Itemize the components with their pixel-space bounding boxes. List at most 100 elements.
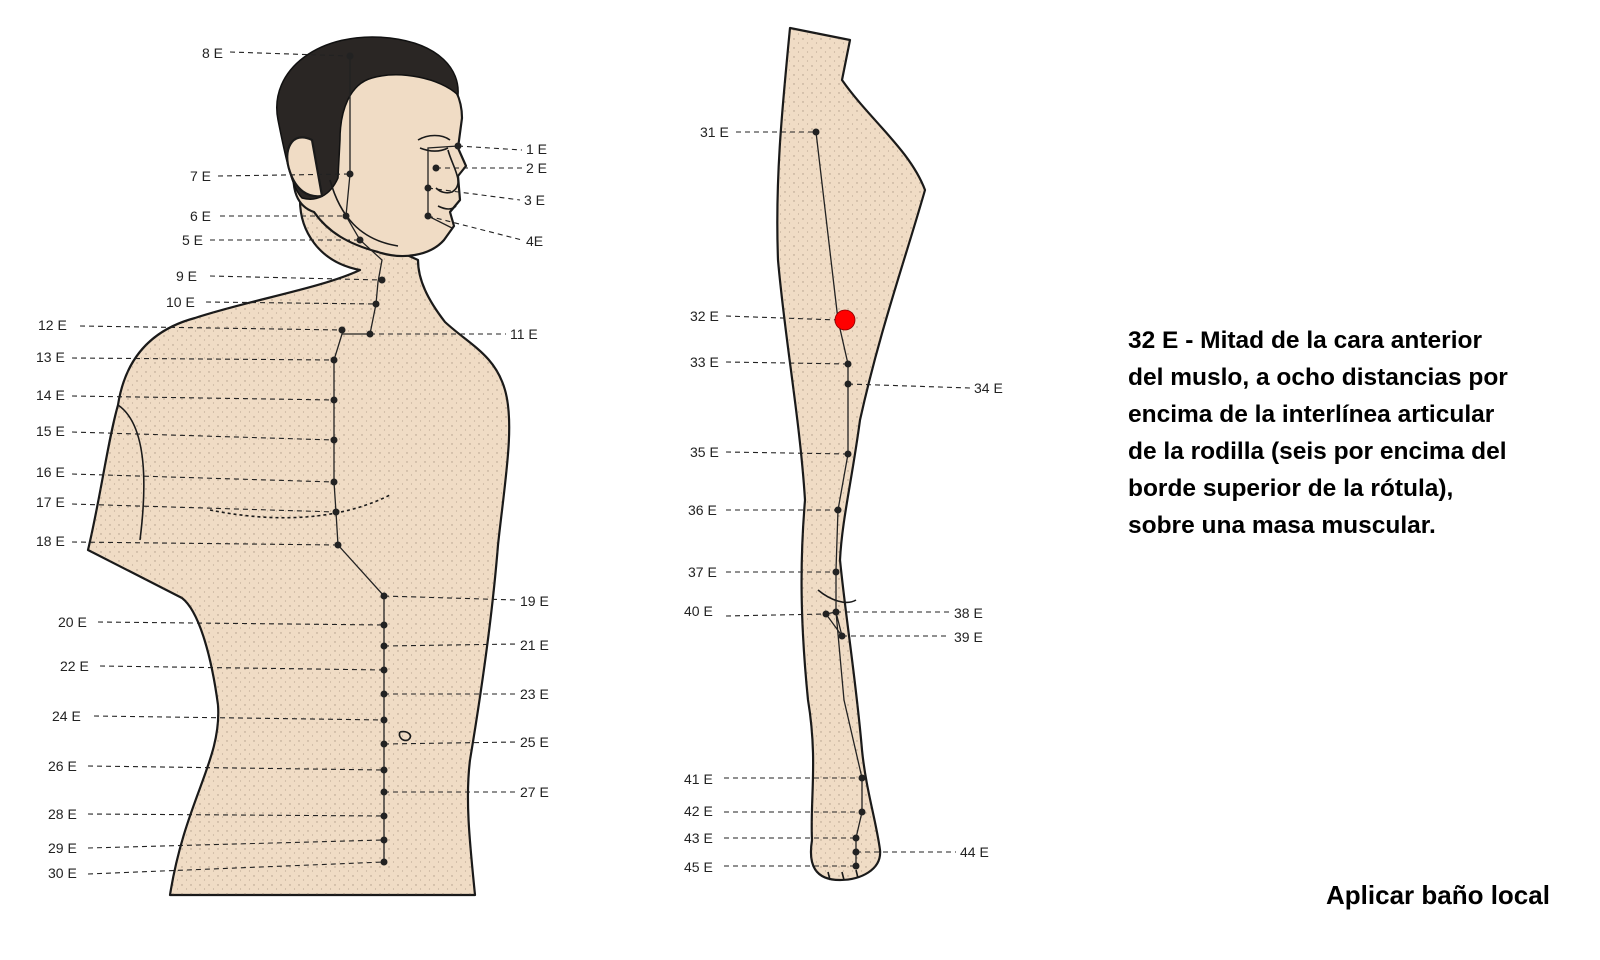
torso-figure [86,36,511,897]
description-line: de la rodilla (seis por encima del [1128,438,1507,465]
leader-28e [87,813,385,817]
label-18e: 18 E [36,533,65,549]
leader-12e [79,325,343,331]
torso-meridian-line-2 [333,56,385,862]
point-32e-highlight [834,309,856,331]
label-40e: 40 E [684,603,713,619]
point-13e [330,356,338,364]
point-5e [356,236,364,244]
point-38e [832,608,840,616]
point-25e [380,740,388,748]
point-11e [366,330,374,338]
label-16e: 16 E [36,464,65,480]
leader-35e [725,451,849,455]
label-34e: 34 E [974,380,1003,396]
leader-4e [427,215,523,241]
point-10e [372,300,380,308]
torso-points: 1 E 2 E 3 E 4E 5 E 6 E 7 E 8 E 9 E [36,45,549,881]
torso-shading [88,200,510,895]
label-23e: 23 E [520,686,549,702]
description-line: 32 E - Mitad de la cara anterior [1128,327,1483,354]
point-29e [380,836,388,844]
point-39e [838,632,846,640]
point-4e [424,212,432,220]
label-26e: 26 E [48,758,77,774]
leader-21e [383,643,517,647]
point-15e [330,436,338,444]
leg-points: 31 E 32 E 33 E 34 E 35 E 36 E 37 E 38 E … [684,124,1003,875]
point-34e [844,380,852,388]
label-25e: 25 E [520,734,549,750]
point-30e [380,858,388,866]
jaw-line [329,179,399,247]
leader-9e [209,275,383,281]
point-description: 32 E - Mitad de la cara anterior del mus… [1128,322,1578,544]
label-2e: 2 E [526,160,547,176]
description-line: del muslo, a ocho distancias por [1128,364,1508,391]
leader-34e [847,383,971,389]
leader-15e [71,431,335,441]
toe-detail [827,869,859,881]
label-3e: 3 E [524,192,545,208]
label-11e: 11 E [510,326,538,342]
label-20e: 20 E [58,614,87,630]
leader-22e [99,665,385,671]
leader-29e [87,839,385,849]
label-44e: 44 E [960,844,989,860]
point-28e [380,812,388,820]
leader-14e [71,395,335,401]
leader-17e [71,503,337,513]
point-40e [822,610,830,618]
label-21e: 21 E [520,637,549,653]
label-38e: 38 E [954,605,983,621]
point-36e [834,506,842,514]
description-line: encima de la interlínea articular [1128,401,1495,428]
label-37e: 37 E [688,564,717,580]
description-line: sobre una masa muscular. [1128,512,1436,539]
label-24e: 24 E [52,708,81,724]
label-43e: 43 E [684,830,713,846]
leader-40e [725,613,827,617]
label-7e: 7 E [190,168,211,184]
label-6e: 6 E [190,208,211,224]
label-8e: 8 E [202,45,223,61]
label-36e: 36 E [688,502,717,518]
point-19e [380,592,388,600]
nose-detail [435,149,459,194]
point-33e [844,360,852,368]
mouth-detail [437,205,457,210]
label-9e: 9 E [176,268,197,284]
leader-32e [725,315,839,321]
eye-detail [417,134,451,152]
label-19e: 19 E [520,593,549,609]
label-33e: 33 E [690,354,719,370]
point-18e [334,541,342,549]
point-7e [346,170,354,178]
leader-26e [87,765,385,771]
point-9e [378,276,386,284]
point-21e [380,642,388,650]
leader-1e [457,145,523,151]
label-42e: 42 E [684,803,713,819]
point-26e [380,766,388,774]
arm-line [117,404,145,541]
label-41e: 41 E [684,771,713,787]
leader-8e [229,51,351,57]
point-41e [858,774,866,782]
leader-30e [87,861,385,875]
point-27e [380,788,388,796]
point-17e [332,508,340,516]
point-35e [844,450,852,458]
leader-20e [97,621,385,626]
label-10e: 10 E [166,294,195,310]
leader-33e [725,361,849,365]
label-30e: 30 E [48,865,77,881]
leader-10e [205,301,377,305]
ear [286,136,324,198]
hair [276,36,459,200]
point-24e [380,716,388,724]
leader-7e [217,173,351,177]
label-14e: 14 E [36,387,65,403]
label-32e: 32 E [690,308,719,324]
